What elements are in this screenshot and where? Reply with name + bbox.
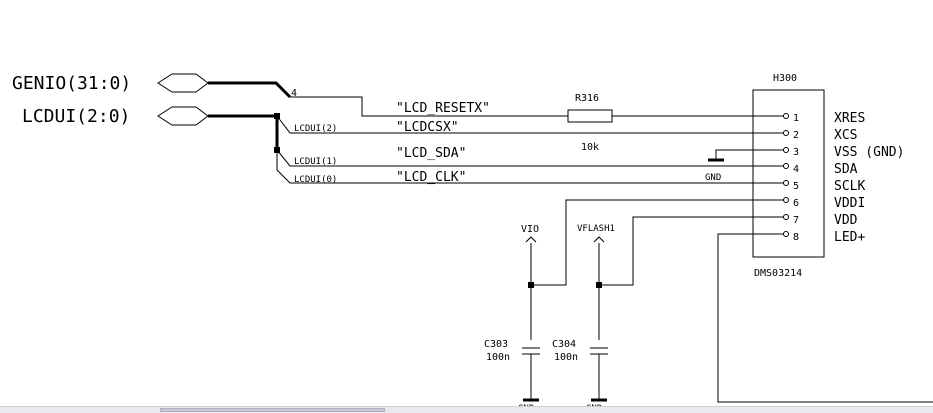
resistor-value: 10k [581,142,599,153]
connector-part: DMS03214 [754,268,802,279]
pin-end [783,147,789,153]
signal-nets: "LCD_RESETX" "LCDCSX" "LCD_SDA" "LCD_CLK… [276,96,783,185]
genio-port: GENIO(31:0) [12,73,209,94]
genio-port-symbol [157,73,209,93]
vflash-junction [596,282,602,288]
cap-ref: C304 [552,339,576,350]
gnd-pin3: GND [705,149,783,183]
lcdui-port-label: LCDUI(2:0) [22,106,130,127]
connector-h300: H300 DMS03214 1 XRES 2 XCS 3 VSS (GND) 4… [752,73,904,279]
net-lcd-sda [276,149,783,167]
pin-number: 4 [793,164,799,175]
capacitor-c304: C304 100n GND [552,339,608,412]
resistor-ref: R316 [575,93,599,104]
lcdui-bus [208,114,279,150]
signal-sda-label: "LCD_SDA" [396,146,466,161]
connector-pin-8: 8 LED+ [783,230,865,245]
net-lcd-csx [276,115,783,134]
pin-name: SDA [834,162,858,177]
capacitor-c303: C303 100n GND [484,339,540,412]
net-lcd-clk [276,150,783,184]
lcdui-port: LCDUI(2:0) [22,106,209,127]
resistor-r316: R316 10k [567,93,613,153]
connector-pin-1: 1 XRES [783,111,865,126]
pin-name: XCS [834,128,857,143]
vio-junction [528,282,534,288]
pin-number: 5 [793,181,799,192]
pin-number: 8 [793,232,799,243]
pin-number: 2 [793,130,799,141]
pin-name: VDDI [834,196,865,211]
connector-pin-7: 7 VDD [783,213,858,228]
connector-pin-4: 4 SDA [783,162,858,177]
gnd-label: GND [705,173,721,183]
connector-pin-6: 6 VDDI [783,196,865,211]
signal-clk-label: "LCD_CLK" [396,170,466,185]
buses: 4 LCDUI(2) LCDUI(1) LCDUI(0) [208,81,337,185]
pin-name: XRES [834,111,865,126]
lcdui-1-label: LCDUI(1) [294,157,337,167]
lcdui-0-label: LCDUI(0) [294,175,337,185]
net-vss [715,149,783,160]
lcdui-port-symbol [157,106,209,126]
power-nets: VIO VFLASH1 [521,199,933,403]
net-lcd-resetx [290,96,568,117]
net-vflash [599,216,783,286]
pin-name: LED+ [834,230,865,245]
cap-ref: C303 [484,339,508,350]
pin-number: 3 [793,147,799,158]
scrollbar-thumb[interactable] [160,408,385,412]
genio-bus-width: 4 [291,88,297,99]
resistor-body [567,109,613,123]
signal-csx-label: "LCDCSX" [396,120,459,135]
vflash-arrow-icon [593,236,605,243]
pin-end [783,163,789,169]
net-led [717,233,933,403]
pin-name: VSS (GND) [834,145,904,160]
signal-reset-label: "LCD_RESETX" [396,101,490,116]
pin-name: VDD [834,213,858,228]
cap-value: 100n [486,352,510,363]
pin-name: SCLK [834,179,865,194]
connector-body [752,89,825,258]
pin-number: 6 [793,198,799,209]
lcdui-2-label: LCDUI(2) [294,124,337,134]
pin-number: 7 [793,215,799,226]
connector-ref: H300 [773,73,797,84]
pin-end [783,214,789,220]
pin-end [783,113,789,119]
genio-port-label: GENIO(31:0) [12,73,131,94]
pin-end [783,180,789,186]
connector-pin-5: 5 SCLK [783,179,865,194]
vio-arrow-icon [525,236,537,243]
connector-pin-3: 3 VSS (GND) [783,145,904,160]
genio-bus [208,81,292,99]
vio-label: VIO [521,224,539,235]
pin-end [783,130,789,136]
vflash-label: VFLASH1 [577,224,615,234]
pin-end [783,197,789,203]
pin-number: 1 [793,113,799,124]
net-vio [531,199,783,286]
pin-end [783,231,789,237]
connector-pin-2: 2 XCS [783,128,857,143]
cap-value: 100n [554,352,578,363]
